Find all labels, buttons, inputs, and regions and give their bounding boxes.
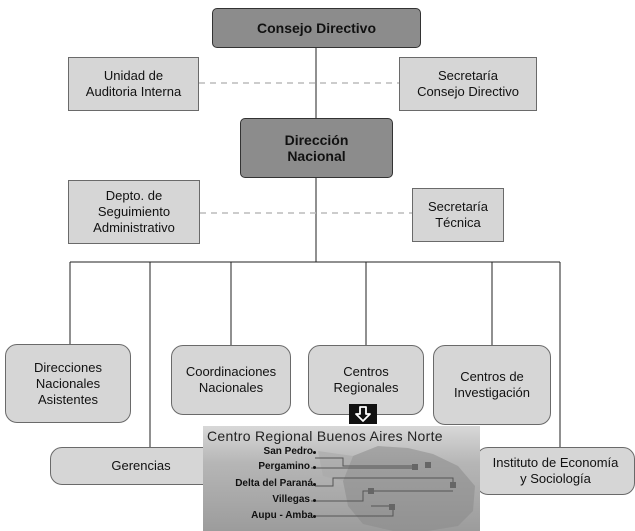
city-dots: [313, 446, 317, 524]
secretaria-tecnica-box: Secretaría Técnica: [412, 188, 504, 242]
unidad-auditoria-box: Unidad de Auditoria Interna: [68, 57, 199, 111]
city-label: Villegas: [272, 494, 310, 505]
regional-map-panel: Centro Regional Buenos Aires Norte San P…: [203, 426, 480, 531]
depto-seguimiento-box: Depto. de Seguimiento Administrativo: [68, 180, 200, 244]
map-title: Centro Regional Buenos Aires Norte: [207, 428, 443, 444]
city-label: San Pedro: [263, 446, 313, 457]
city-label: Aupu - Amba: [251, 510, 313, 521]
consejo-directivo-box: Consejo Directivo: [212, 8, 421, 48]
city-label: Pergamino: [258, 461, 310, 472]
centros-regionales-box: Centros Regionales: [308, 345, 424, 415]
centros-investigacion-box: Centros de Investigación: [433, 345, 551, 425]
direccion-nacional-box: Dirección Nacional: [240, 118, 393, 178]
map-shape: [311, 446, 475, 531]
instituto-box: Instituto de Economía y Sociología: [476, 447, 635, 495]
city-label: Delta del Paraná: [235, 478, 313, 489]
direcciones-asistentes-box: Direcciones Nacionales Asistentes: [5, 344, 131, 423]
coordinaciones-box: Coordinaciones Nacionales: [171, 345, 291, 415]
secretaria-consejo-box: Secretaría Consejo Directivo: [399, 57, 537, 111]
down-arrow-icon: [349, 404, 377, 424]
